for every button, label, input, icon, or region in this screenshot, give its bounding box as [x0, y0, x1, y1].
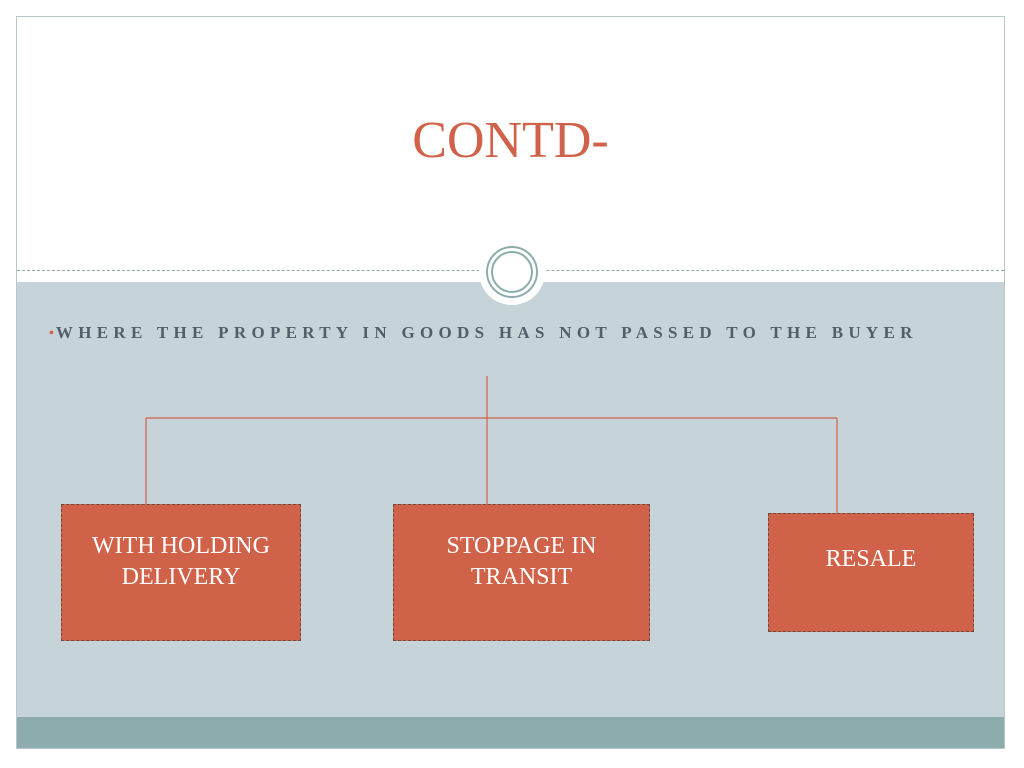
bullet-icon: • — [49, 326, 54, 341]
title-area: CONTD- — [17, 17, 1004, 270]
node-stoppage-in-transit: STOPPAGE IN TRANSIT — [393, 504, 650, 641]
node-label: RESALE — [825, 546, 917, 572]
ring-outer-circle — [486, 246, 538, 298]
node-label: WITH HOLDING DELIVERY — [92, 532, 270, 590]
node-label: STOPPAGE IN TRANSIT — [446, 532, 597, 590]
divider-ring-icon — [479, 239, 545, 305]
footer-bar — [17, 717, 1004, 748]
slide: CONTD- •WHERE THE PROPERTY IN GOODS HAS … — [16, 16, 1005, 749]
connector-lines — [145, 376, 838, 513]
ring-inner-circle — [491, 251, 533, 293]
bullet-item: •WHERE THE PROPERTY IN GOODS HAS NOT PAS… — [49, 323, 1004, 343]
bullet-text: WHERE THE PROPERTY IN GOODS HAS NOT PASS… — [55, 323, 918, 342]
slide-title: CONTD- — [412, 112, 609, 169]
node-with-holding-delivery: WITH HOLDING DELIVERY — [61, 504, 301, 641]
content-area — [17, 282, 1004, 717]
node-resale: RESALE — [768, 513, 974, 632]
